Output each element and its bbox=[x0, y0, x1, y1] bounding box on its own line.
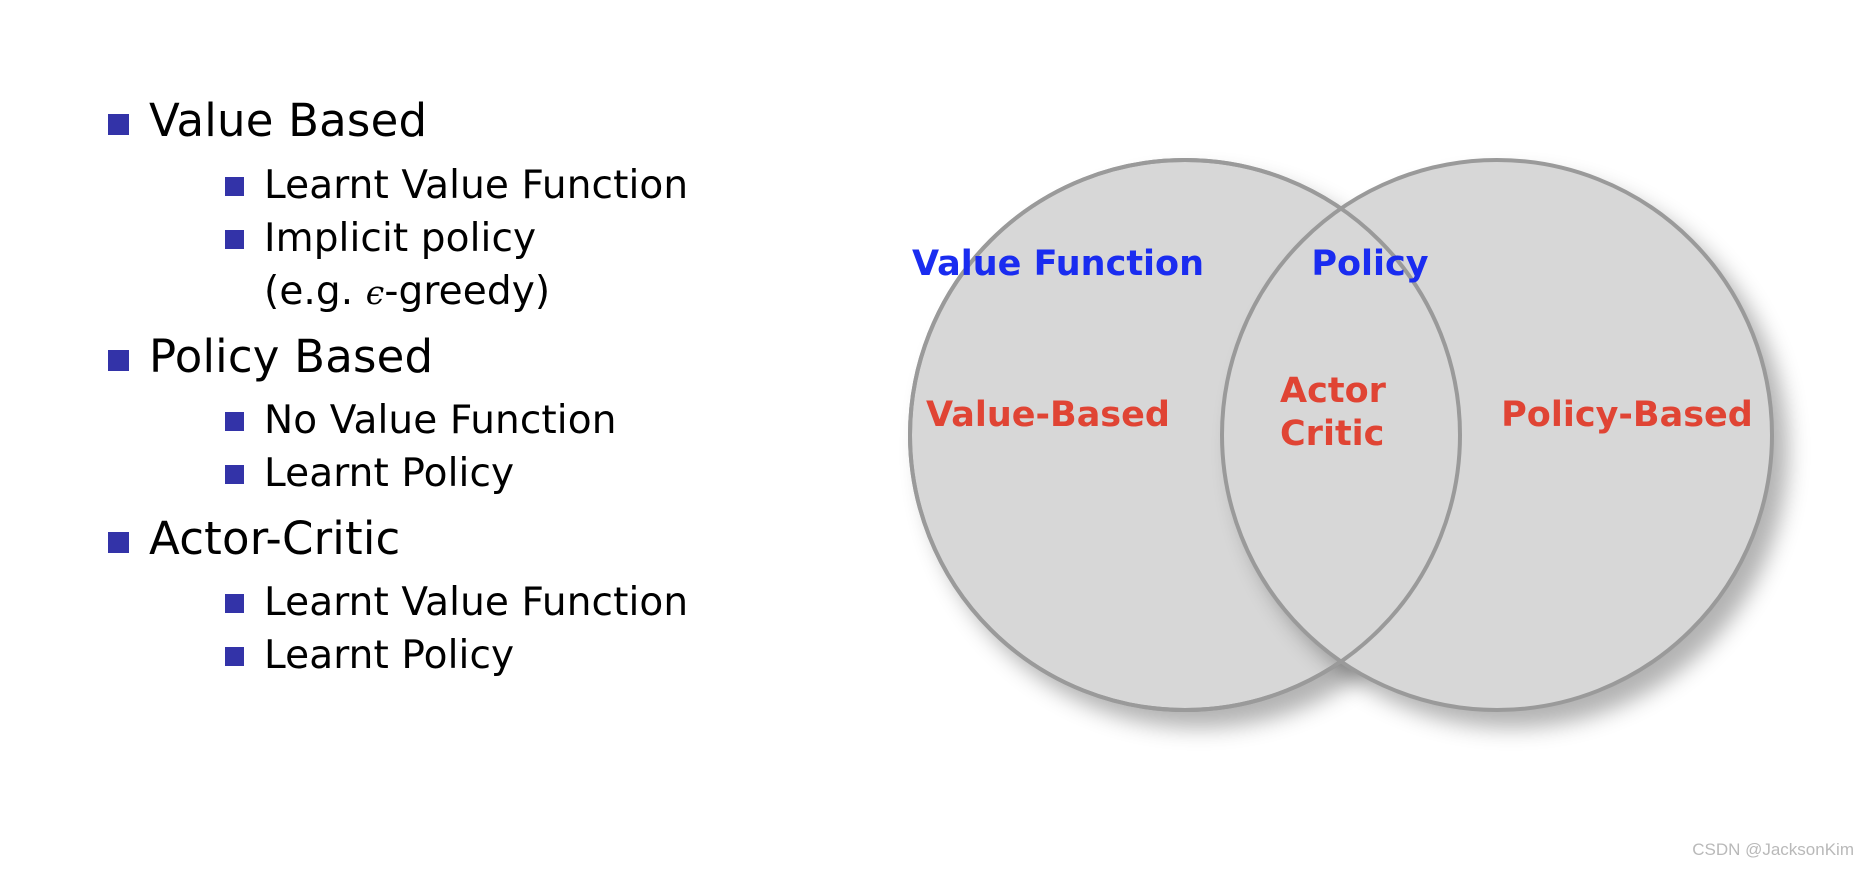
epsilon-suffix: -greedy) bbox=[384, 269, 551, 314]
bullet-label: Learnt Policy bbox=[264, 633, 515, 678]
bullet-label: Policy Based bbox=[149, 330, 434, 383]
bullet-label: Learnt Policy bbox=[264, 451, 515, 496]
bullet-label: Learnt Value Function bbox=[264, 163, 689, 208]
bullet-item-learnt-value-function-1: Learnt Value Function bbox=[225, 160, 688, 211]
bullet-square-icon bbox=[108, 532, 129, 553]
epsilon-symbol: ϵ bbox=[365, 273, 385, 312]
watermark: CSDN @JacksonKim bbox=[1692, 840, 1854, 859]
bullet-list: Value Based Learnt Value Function Implic… bbox=[0, 0, 860, 874]
bullet-square-icon bbox=[225, 230, 244, 249]
epsilon-greedy-text: (e.g. ϵ-greedy) bbox=[264, 266, 550, 318]
venn-label-value-function: Value Function bbox=[911, 244, 1205, 284]
bullet-item-epsilon-greedy: (e.g. ϵ-greedy) bbox=[264, 266, 550, 318]
bullet-item-learnt-policy-1: Learnt Policy bbox=[225, 448, 514, 499]
bullet-label: Actor-Critic bbox=[149, 512, 401, 565]
bullet-item-value-based: Value Based bbox=[108, 92, 427, 150]
bullet-label: Learnt Value Function bbox=[264, 580, 689, 625]
bullet-item-policy-based: Policy Based bbox=[108, 328, 433, 386]
venn-label-actor-critic: Actor Critic bbox=[1280, 371, 1386, 454]
bullet-square-icon bbox=[225, 177, 244, 196]
venn-circle-policy bbox=[1220, 158, 1774, 712]
bullet-label: No Value Function bbox=[264, 398, 617, 443]
venn-label-value-based: Value-Based bbox=[926, 395, 1170, 435]
bullet-square-icon bbox=[225, 594, 244, 613]
bullet-item-learnt-policy-2: Learnt Policy bbox=[225, 630, 514, 681]
bullet-item-implicit-policy: Implicit policy bbox=[225, 213, 536, 264]
bullet-square-icon bbox=[225, 647, 244, 666]
bullet-square-icon bbox=[225, 465, 244, 484]
venn-label-policy-based: Policy-Based bbox=[1501, 395, 1753, 435]
bullet-item-no-value-function: No Value Function bbox=[225, 395, 617, 446]
bullet-label: Implicit policy bbox=[264, 216, 537, 261]
bullet-item-learnt-value-function-2: Learnt Value Function bbox=[225, 577, 688, 628]
venn-diagram: Value Function Policy Value-Based Actor … bbox=[880, 120, 1840, 760]
bullet-square-icon bbox=[108, 350, 129, 371]
bullet-square-icon bbox=[225, 412, 244, 431]
bullet-item-actor-critic: Actor-Critic bbox=[108, 510, 400, 568]
epsilon-prefix: (e.g. bbox=[264, 269, 366, 314]
venn-label-policy: Policy bbox=[1311, 244, 1429, 284]
bullet-label: Value Based bbox=[149, 94, 428, 147]
bullet-square-icon bbox=[108, 114, 129, 135]
